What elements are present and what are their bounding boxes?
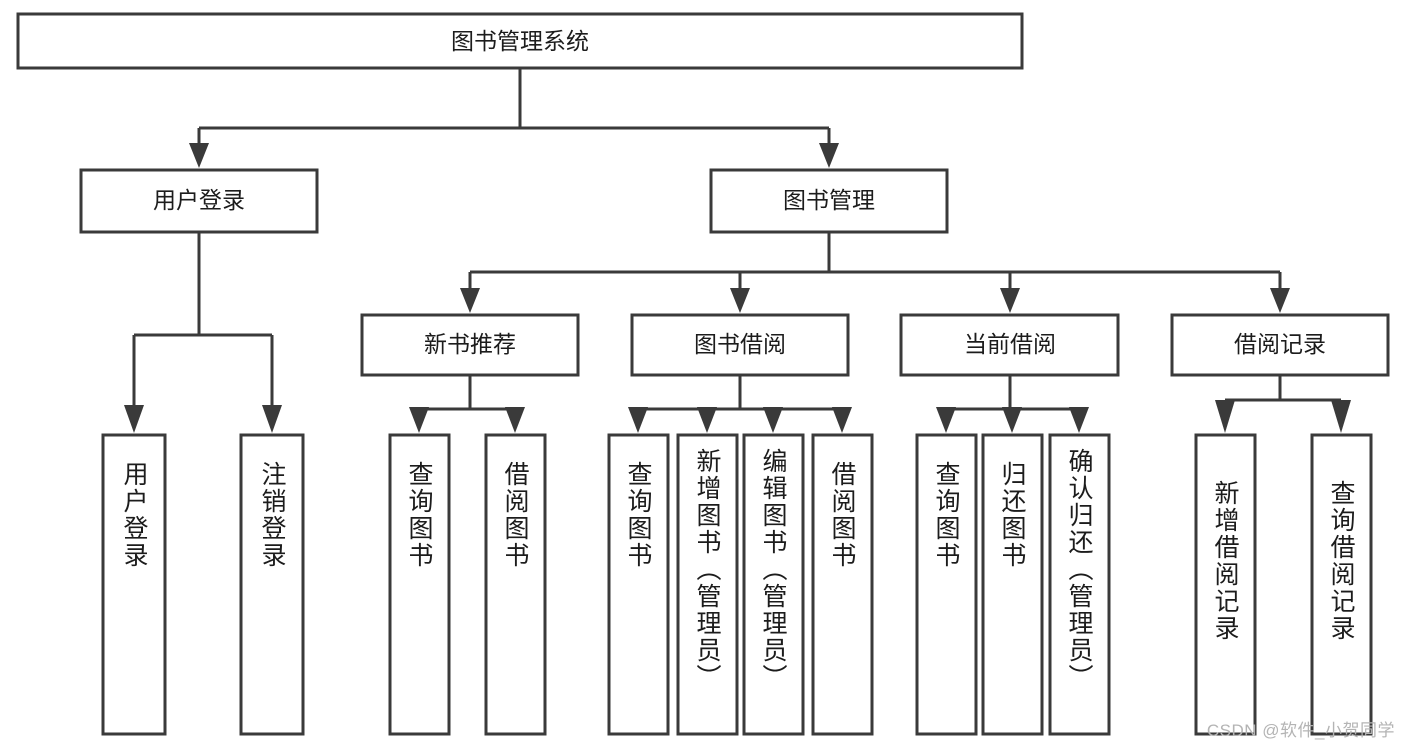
node-user-login[interactable]: 用户登录 [79,168,319,234]
leaf-add-book[interactable]: 新增图书（管理员） [676,433,739,736]
arrow-to-leaf-borrow-book-1 [505,407,525,433]
leaf-return-book[interactable]: 归还图书 [981,433,1044,736]
leaf-query-record-label: 查询借阅记录 [1327,480,1356,642]
connector-group-book-borrow [628,375,852,433]
node-current-borrow-box[interactable] [899,313,1120,377]
arrow-to-leaf-edit-book [763,407,783,433]
leaf-user-logout-label: 注销登录 [258,461,287,569]
leaf-edit-book[interactable]: 编辑图书（管理员） [742,433,805,736]
leaf-add-record-label: 新增借阅记录 [1211,480,1240,642]
leaf-return-book-label: 归还图书 [998,461,1027,569]
leaf-edit-book-label: 编辑图书（管理员） [759,448,788,691]
leaf-add-record[interactable]: 新增借阅记录 [1194,433,1257,736]
arrow-to-leaf-add-book [697,407,717,433]
leaf-query-book-2-label: 查询图书 [624,461,653,569]
arrow-to-current-borrow [1000,288,1020,313]
leaf-borrow-book-2-label: 借阅图书 [828,461,857,569]
leaf-query-book-2[interactable]: 查询图书 [607,433,670,736]
node-book-management[interactable]: 图书管理 [709,168,949,234]
arrow-to-leaf-user-login [124,405,144,433]
node-user-login-label: 用户登录 [153,187,245,213]
arrow-to-leaf-query-book-2 [628,407,648,433]
leaf-query-book-3-label: 查询图书 [932,461,961,569]
leaf-query-book-3[interactable]: 查询图书 [915,433,978,736]
leaf-confirm-return-label: 确认归还（管理员） [1065,448,1094,691]
arrow-to-borrow-record [1270,288,1290,313]
leaf-confirm-return[interactable]: 确认归还（管理员） [1048,433,1111,736]
leaf-borrow-book-1-label: 借阅图书 [501,461,530,569]
arrow-to-book-management [819,143,839,168]
leaf-borrow-book-1[interactable]: 借阅图书 [484,433,547,736]
node-borrow-record-box[interactable] [1170,313,1390,377]
leaf-user-login-label: 用户登录 [120,461,149,569]
node-borrow-record[interactable]: 借阅记录 [1170,313,1390,377]
leaf-query-book-1-box[interactable] [388,433,451,736]
leaf-user-logout-box[interactable] [239,433,305,736]
node-book-borrow[interactable]: 图书借阅 [630,313,850,377]
node-current-borrow-label: 当前借阅 [964,331,1056,357]
arrow-to-book-borrow [730,288,750,313]
leaf-edit-book-box[interactable] [742,433,805,736]
leaf-return-book-box[interactable] [981,433,1044,736]
leaf-add-book-label: 新增图书（管理员） [693,448,722,691]
node-root[interactable]: 图书管理系统 [16,12,1024,70]
leaf-user-logout[interactable]: 注销登录 [239,433,305,736]
leaf-query-record[interactable]: 查询借阅记录 [1310,433,1373,736]
csdn-watermark: CSDN @软件_小贺同学 [1206,721,1395,740]
leaf-add-book-box[interactable] [676,433,739,736]
leaf-user-login-box[interactable] [101,433,167,736]
node-borrow-record-label: 借阅记录 [1234,331,1326,357]
node-book-management-label: 图书管理 [783,187,875,213]
leaf-query-book-1[interactable]: 查询图书 [388,433,451,736]
node-new-book-recommend-box[interactable] [360,313,580,377]
leaf-confirm-return-box[interactable] [1048,433,1111,736]
arrow-to-user-login [189,143,209,168]
arrow-to-leaf-query-book-1 [409,407,429,433]
connector-group-book-management [460,232,1290,313]
leaf-borrow-book-1-box[interactable] [484,433,547,736]
leaf-query-book-1-label: 查询图书 [405,461,434,569]
leaf-add-record-box[interactable] [1194,433,1257,736]
node-current-borrow[interactable]: 当前借阅 [899,313,1120,377]
arrow-to-leaf-query-book-3 [936,407,956,433]
node-user-login-box[interactable] [79,168,319,234]
arrow-to-leaf-confirm-return [1069,407,1089,433]
node-book-management-box[interactable] [709,168,949,234]
arrow-to-leaf-return-book [1002,407,1022,433]
leaf-query-record-box[interactable] [1310,433,1373,736]
leaf-query-book-3-box[interactable] [915,433,978,736]
node-root-box[interactable] [16,12,1024,70]
node-new-book-recommend-label: 新书推荐 [424,331,516,357]
connector-group-new-book-recommend [409,375,525,433]
connector-group-root [189,68,839,168]
arrow-to-leaf-user-logout [262,405,282,433]
leaf-user-login[interactable]: 用户登录 [101,433,167,736]
connector-group-borrow-record [1215,375,1351,433]
leaf-borrow-book-2-box[interactable] [811,433,874,736]
node-book-borrow-box[interactable] [630,313,850,377]
arrow-to-leaf-query-record [1331,400,1351,433]
leaf-query-book-2-box[interactable] [607,433,670,736]
arrow-to-new-book-recommend [460,288,480,313]
arrow-to-leaf-borrow-book-2 [832,407,852,433]
arrow-to-leaf-add-record [1215,400,1235,433]
connector-group-current-borrow [936,375,1089,433]
node-root-label: 图书管理系统 [451,28,589,54]
connector-group-user-login [124,232,282,433]
node-book-borrow-label: 图书借阅 [694,331,786,357]
node-new-book-recommend[interactable]: 新书推荐 [360,313,580,377]
leaf-borrow-book-2[interactable]: 借阅图书 [811,433,874,736]
